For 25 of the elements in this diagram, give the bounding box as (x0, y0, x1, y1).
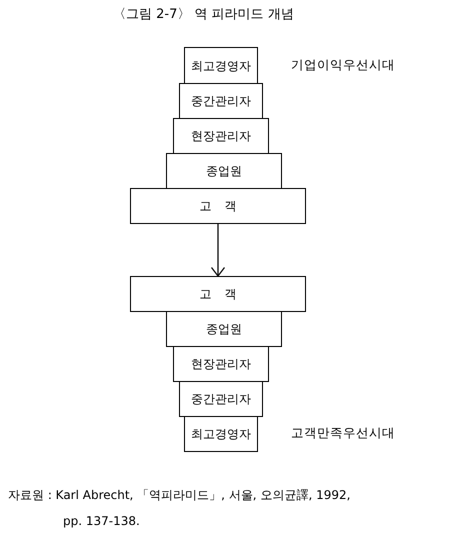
pyramid-level-box (130, 188, 306, 224)
arrow (210, 224, 226, 277)
pyramid-level-box (166, 311, 282, 347)
level-label: 현장관리자 (191, 128, 251, 144)
level-label: 중간관리자 (191, 93, 251, 109)
pyramid-level-box (173, 118, 269, 154)
pyramid-level-box (179, 381, 263, 417)
source-note: 자료원 : Karl Abrecht, 「역피라미드」, 서울, 오의균譯, 1992, pp. 137-138. (8, 487, 352, 530)
pyramid-level-box (130, 276, 306, 312)
figure-title: 〈그림 2-7〉 역 피라미드 개념 (113, 6, 294, 24)
level-label: 중간관리자 (191, 391, 251, 407)
era-label: 고객만족우선시대 (291, 424, 395, 442)
level-label: 최고경영자 (191, 426, 251, 442)
pyramid-level-box (173, 346, 269, 382)
level-label: 종업원 (206, 163, 242, 179)
pyramid-level-box (184, 47, 258, 84)
era-label: 기업이익우선시대 (291, 56, 395, 74)
level-label: 최고경영자 (191, 58, 251, 74)
level-label: 고 객 (199, 286, 237, 302)
level-label: 고 객 (199, 198, 237, 214)
pyramid-level-box (166, 153, 282, 189)
level-label: 종업원 (206, 321, 242, 337)
pyramid-level-box (184, 416, 258, 452)
level-label: 현장관리자 (191, 356, 251, 372)
pyramid-level-box (179, 83, 263, 119)
